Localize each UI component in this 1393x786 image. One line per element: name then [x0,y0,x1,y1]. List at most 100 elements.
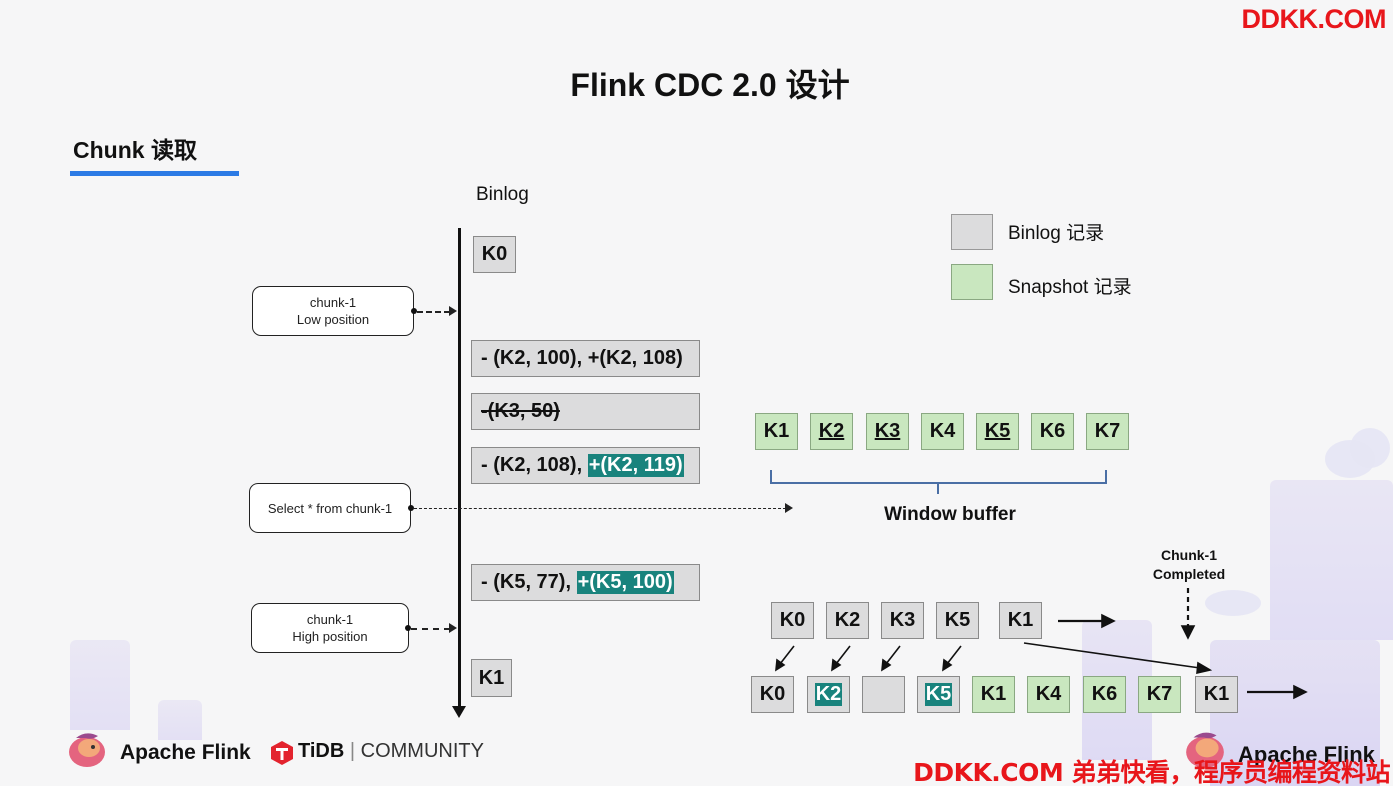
window-buffer-item: K3 [866,413,909,450]
arrow-k5-down [946,645,962,665]
item-text: K4 [929,420,956,442]
tidb-community: COMMUNITY [360,740,484,762]
item-text: K0 [779,609,806,631]
tidb-brand: TiDB [298,740,345,762]
section-underline [70,171,239,176]
item-text: K3 [889,609,916,631]
chunk-completed-label: Chunk-1 Completed [1130,546,1248,584]
item-text: K6 [1091,683,1118,705]
output-row-item: K5 [917,676,960,713]
item-text: K1 [980,683,1007,705]
record-text: - (K5, 77), [481,571,577,593]
item-text: K6 [1039,420,1066,442]
window-buffer-item: K1 [755,413,798,450]
item-text: K2 [818,420,845,442]
binlog-record-update-k2-b: - (K2, 108), +(K2, 119) [471,447,700,484]
binlog-record-update-k2: - (K2, 100), +(K2, 108) [471,340,700,377]
page-title: Flink CDC 2.0 设计 [570,67,850,103]
record-text: K0 [481,243,508,265]
watermark-bottom: DDKK.COM 弟弟快看，程序员编程资料站 [913,758,1390,786]
deco-tower [70,640,130,730]
arrowhead [1293,684,1308,700]
record-text: K1 [478,666,505,689]
arrow-k0-down [779,645,795,665]
connector-select [414,508,786,509]
deco-cloud [1205,590,1261,616]
window-buffer-item: K7 [1086,413,1129,450]
connector-dot [411,308,417,314]
apache-flink-logo-text: Apache Flink [1238,742,1375,767]
binlog-record-k1: K1 [471,659,512,697]
watermark-top: DDKK.COM [1241,4,1387,34]
connector-dot [408,505,414,511]
connector-low [417,311,450,313]
arrow-k2-down [835,645,851,665]
item-text: K3 [874,420,901,442]
binlog-record-update-k5: - (K5, 77), +(K5, 100) [471,564,700,601]
label-line: Completed [1152,566,1226,582]
binlog-row-item: K1 [999,602,1042,639]
callout-select: Select * from chunk-1 [249,483,411,533]
tidb-separator: | [344,740,361,762]
item-text: K1 [1203,683,1230,705]
connector-arrowhead [449,623,457,633]
record-text: - (K2, 108), [481,454,588,476]
window-buffer-item: K6 [1031,413,1074,450]
arrowhead [775,658,786,672]
item-text: K0 [759,683,786,705]
connector-arrowhead [785,503,793,513]
item-text: K5 [924,683,953,706]
item-text: K7 [1146,683,1173,705]
record-highlight: +(K2, 119) [587,454,684,477]
binlog-axis-arrowhead [452,706,466,718]
item-text: K4 [1035,683,1062,705]
arrowhead [1196,661,1213,675]
deco-tower [1210,640,1380,786]
apache-flink-logo-icon [1186,732,1224,768]
arrow-k1-diagonal [1023,642,1201,669]
connector-arrowhead [449,306,457,316]
item-text: K2 [834,609,861,631]
tidb-logo-icon [271,741,293,765]
window-buffer-item: K2 [810,413,853,450]
binlog-record-delete-k3: -(K3, 50) [471,393,700,430]
item-text: K1 [763,420,790,442]
callout-high-position: chunk-1 High position [251,603,409,653]
callout-low-position: chunk-1 Low position [252,286,414,336]
legend-label-binlog: Binlog 记录 [1008,223,1105,244]
binlog-row-item: K3 [881,602,924,639]
legend-swatch-snapshot [951,264,993,300]
output-row-item: K1 [1195,676,1238,713]
item-text: K2 [814,683,843,706]
apache-flink-logo-text: Apache Flink [120,741,251,764]
connector-high [411,628,450,630]
window-buffer-item: K4 [921,413,964,450]
record-text: - (K2, 100), +(K2, 108) [481,347,683,369]
legend-label-snapshot: Snapshot 记录 [1008,277,1132,298]
record-text: -(K3, 50) [481,400,560,422]
window-buffer-item: K5 [976,413,1019,450]
deco-tower [1270,480,1393,640]
arrowhead [831,658,842,672]
callout-line: chunk-1 [306,612,354,627]
arrow-k3-down [885,645,901,665]
item-text: K5 [944,609,971,631]
callout-line: High position [292,629,368,644]
binlog-row-item: K5 [936,602,979,639]
output-row-item: K2 [807,676,850,713]
callout-line: Low position [296,312,370,327]
tidb-community-logo-text: TiDB | COMMUNITY [298,740,484,763]
connector-dot [405,625,411,631]
label-line: Chunk-1 [1161,547,1217,563]
output-row-item: K6 [1083,676,1126,713]
output-row-item: K1 [972,676,1015,713]
callout-line: Select * from chunk-1 [267,500,393,516]
arrowhead [942,658,953,672]
item-text: K5 [984,420,1011,442]
record-highlight: +(K5, 100) [576,571,674,594]
item-text: K1 [1007,609,1034,631]
section-title: Chunk 读取 [73,137,197,163]
output-row-item: K4 [1027,676,1070,713]
